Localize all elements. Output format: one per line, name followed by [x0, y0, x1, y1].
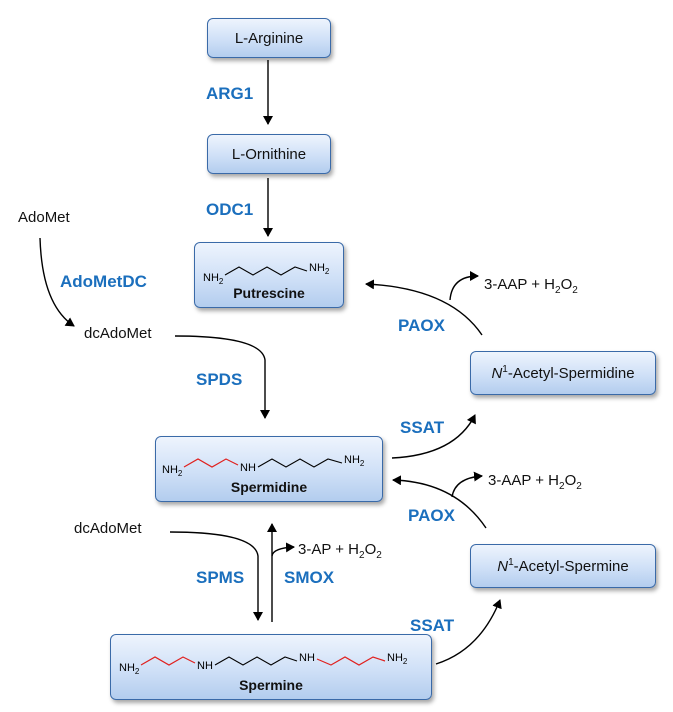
enzyme-ssat-bottom: SSAT	[410, 616, 455, 635]
product-3aap-h2o2-bottom: 3-AAP + H2O2	[488, 472, 582, 492]
spermine-structure: NH2 NH NH NH2	[119, 652, 408, 676]
node-label: N1-Acetyl-Spermidine	[491, 364, 635, 382]
metabolite-adomet: AdoMet	[18, 209, 70, 226]
metabolite-dcadomet-2: dcAdoMet	[74, 520, 142, 537]
product-3ap-h2o2: 3-AP + H2O2	[298, 541, 382, 561]
node-label: L-Arginine	[234, 29, 304, 47]
arrow-paox-top-product	[449, 271, 479, 301]
svg-text:NH2: NH2	[387, 652, 408, 666]
node-l-ornithine: L-Ornithine	[207, 134, 331, 174]
arrow-smox-product	[271, 542, 295, 557]
node-label: Putrescine	[233, 285, 305, 301]
enzyme-paox-bottom: PAOX	[408, 506, 455, 525]
svg-text:NH2: NH2	[162, 464, 183, 478]
enzyme-spms: SPMS	[196, 568, 245, 587]
arrow-spds	[174, 335, 270, 419]
svg-text:NH2: NH2	[344, 454, 365, 468]
enzyme-odc1: ODC1	[206, 200, 254, 219]
svg-text:NH: NH	[299, 652, 315, 664]
svg-text:NH2: NH2	[203, 272, 224, 285]
spermidine-structure: NH2 NH NH2	[162, 454, 365, 478]
enzyme-smox: SMOX	[284, 568, 335, 587]
arrow-spermidine-to-acetylspermidine	[391, 414, 476, 459]
arrow-acetylspermine-to-spermidine	[392, 475, 487, 529]
node-l-arginine: L-Arginine	[207, 18, 331, 58]
enzyme-ssat-top: SSAT	[400, 418, 445, 437]
node-label: Spermidine	[230, 479, 308, 495]
svg-text:NH: NH	[197, 660, 213, 672]
node-n1-acetyl-spermidine: N1-Acetyl-Spermidine	[470, 351, 656, 395]
node-n1-acetyl-spermine: N1-Acetyl-Spermine	[470, 544, 656, 588]
product-3aap-h2o2-top: 3-AAP + H2O2	[484, 276, 578, 296]
svg-text:NH2: NH2	[309, 262, 330, 276]
arrow-spms	[169, 531, 263, 621]
node-label: N1-Acetyl-Spermine	[497, 557, 629, 575]
node-spermine: NH2 NH NH NH2 Spermine	[110, 634, 432, 700]
node-spermidine: NH2 NH NH2 Spermidine	[155, 436, 383, 502]
node-putrescine: NH2 NH2 Putrescine	[194, 242, 344, 308]
putrescine-structure: NH2 NH2	[203, 262, 330, 285]
arrow-paox-bottom-product	[451, 471, 483, 498]
metabolite-dcadomet-1: dcAdoMet	[84, 325, 152, 342]
enzyme-paox-top: PAOX	[398, 316, 445, 335]
enzyme-spds: SPDS	[196, 370, 243, 389]
svg-text:NH: NH	[240, 462, 256, 474]
enzyme-arg1: ARG1	[206, 84, 254, 103]
svg-text:NH2: NH2	[119, 662, 140, 676]
arrow-adomet-to-dcadomet	[39, 237, 75, 327]
enzyme-adometdc: AdoMetDC	[60, 272, 147, 291]
node-label: Spermine	[239, 677, 303, 693]
node-label: L-Ornithine	[231, 145, 307, 163]
arrow-acetylspermidine-to-putrescine	[365, 279, 483, 336]
arrow-spermine-to-acetylspermine	[435, 599, 502, 665]
